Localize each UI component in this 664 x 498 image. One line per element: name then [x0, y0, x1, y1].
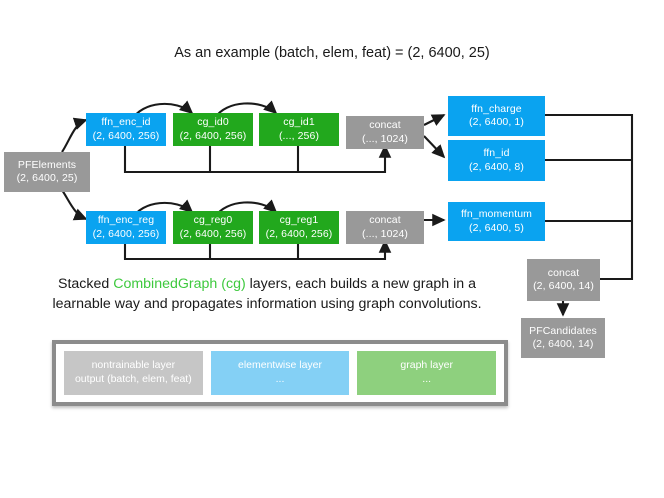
edge-concat-id-to-ffn-id [423, 135, 446, 159]
node-ffn-id-label: ffn_id [483, 147, 510, 160]
node-cg-reg0-shape: (2, 6400, 256) [179, 227, 247, 240]
node-ffn-charge[interactable]: ffn_charge (2, 6400, 1) [448, 96, 545, 136]
node-cg-id1[interactable]: cg_id1 (..., 256) [259, 113, 339, 146]
node-pfcandidates-shape: (2, 6400, 14) [532, 338, 594, 350]
node-ffn-enc-reg-label: ffn_enc_reg [97, 214, 155, 227]
node-concat-id-label: concat [369, 119, 401, 132]
node-concat-out-shape: (2, 6400, 14) [533, 280, 594, 292]
edge-output-bus-to-concat [545, 113, 634, 286]
node-concat-reg-shape: (..., 1024) [361, 227, 409, 240]
node-cg-id1-label: cg_id1 [283, 116, 315, 129]
node-ffn-id-shape: (2, 6400, 8) [469, 160, 524, 173]
node-ffn-momentum[interactable]: ffn_momentum (2, 6400, 5) [448, 202, 545, 241]
node-cg-reg1-label: cg_reg1 [279, 214, 319, 227]
node-pfcandidates-label: PFCandidates [529, 324, 597, 337]
caption-line2: graph in a learnable way and propagates … [52, 276, 476, 312]
edge-concat-id-to-ffn-charge [423, 114, 446, 126]
legend-item-nontrainable-label: nontrainable layer [91, 359, 176, 372]
edge-pfelements-to-ffn-enc-reg [61, 189, 88, 221]
node-ffn-enc-reg-shape: (2, 6400, 256) [92, 227, 160, 240]
node-concat-out[interactable]: concat (2, 6400, 14) [527, 259, 600, 301]
node-cg-id0[interactable]: cg_id0 (2, 6400, 256) [173, 113, 253, 146]
legend-item-elementwise: elementwise layer ... [210, 351, 350, 395]
caption: Stacked CombinedGraph (cg) layers, each … [32, 275, 502, 314]
node-ffn-enc-reg[interactable]: ffn_enc_reg (2, 6400, 256) [86, 211, 166, 244]
caption-line1-pre: Stacked [57, 276, 114, 292]
node-pfcandidates[interactable]: PFCandidates (2, 6400, 14) [521, 318, 605, 358]
legend-item-nontrainable: nontrainable layer output (batch, elem, … [64, 351, 203, 395]
legend-item-graph-label: graph layer [400, 359, 453, 372]
node-ffn-momentum-label: ffn_momentum [460, 208, 533, 221]
page-title: As an example (batch, elem, feat) = (2, … [174, 45, 490, 61]
node-concat-id-shape: (..., 1024) [361, 132, 409, 145]
node-ffn-charge-shape: (2, 6400, 1) [469, 116, 524, 128]
legend-item-elementwise-shape: ... [275, 373, 285, 385]
legend-item-elementwise-label: elementwise layer [237, 359, 323, 372]
legend-item-graph-shape: ... [422, 373, 432, 385]
node-concat-reg[interactable]: concat (..., 1024) [346, 211, 424, 244]
legend-item-nontrainable-shape: output (batch, elem, feat) [74, 373, 192, 385]
node-ffn-momentum-shape: (2, 6400, 5) [469, 221, 524, 234]
legend-item-graph: graph layer ... [357, 351, 497, 395]
node-concat-reg-label: concat [369, 214, 401, 227]
node-pfelements-label: PFElements [17, 158, 77, 171]
caption-line1-post: layers, each builds a new [245, 276, 409, 292]
caption-highlight: CombinedGraph (cg) [113, 276, 246, 292]
node-cg-reg1[interactable]: cg_reg1 (2, 6400, 256) [259, 211, 339, 244]
node-pfelements[interactable]: PFElements (2, 6400, 25) [4, 152, 90, 192]
node-cg-reg0[interactable]: cg_reg0 (2, 6400, 256) [173, 211, 253, 244]
node-ffn-id[interactable]: ffn_id (2, 6400, 8) [448, 140, 545, 181]
node-cg-id1-shape: (..., 256) [278, 129, 320, 142]
node-cg-id0-label: cg_id0 [197, 116, 229, 129]
edge-id-bus-to-concat [123, 144, 392, 174]
node-cg-id0-shape: (2, 6400, 256) [179, 129, 247, 142]
node-ffn-enc-id-shape: (2, 6400, 256) [92, 129, 160, 142]
node-concat-out-label: concat [547, 266, 580, 279]
caption-line3: graph convolutions. [358, 295, 482, 312]
node-ffn-enc-id-label: ffn_enc_id [101, 116, 151, 129]
node-ffn-charge-label: ffn_charge [471, 102, 522, 115]
edge-pfelements-to-ffn-enc-id [61, 117, 88, 153]
node-cg-reg0-label: cg_reg0 [193, 214, 233, 227]
node-cg-reg1-shape: (2, 6400, 256) [265, 227, 333, 240]
node-ffn-enc-id[interactable]: ffn_enc_id (2, 6400, 256) [86, 113, 166, 146]
node-pfelements-shape: (2, 6400, 25) [16, 172, 78, 184]
node-concat-id[interactable]: concat (..., 1024) [346, 116, 424, 149]
legend: nontrainable layer output (batch, elem, … [52, 340, 508, 406]
